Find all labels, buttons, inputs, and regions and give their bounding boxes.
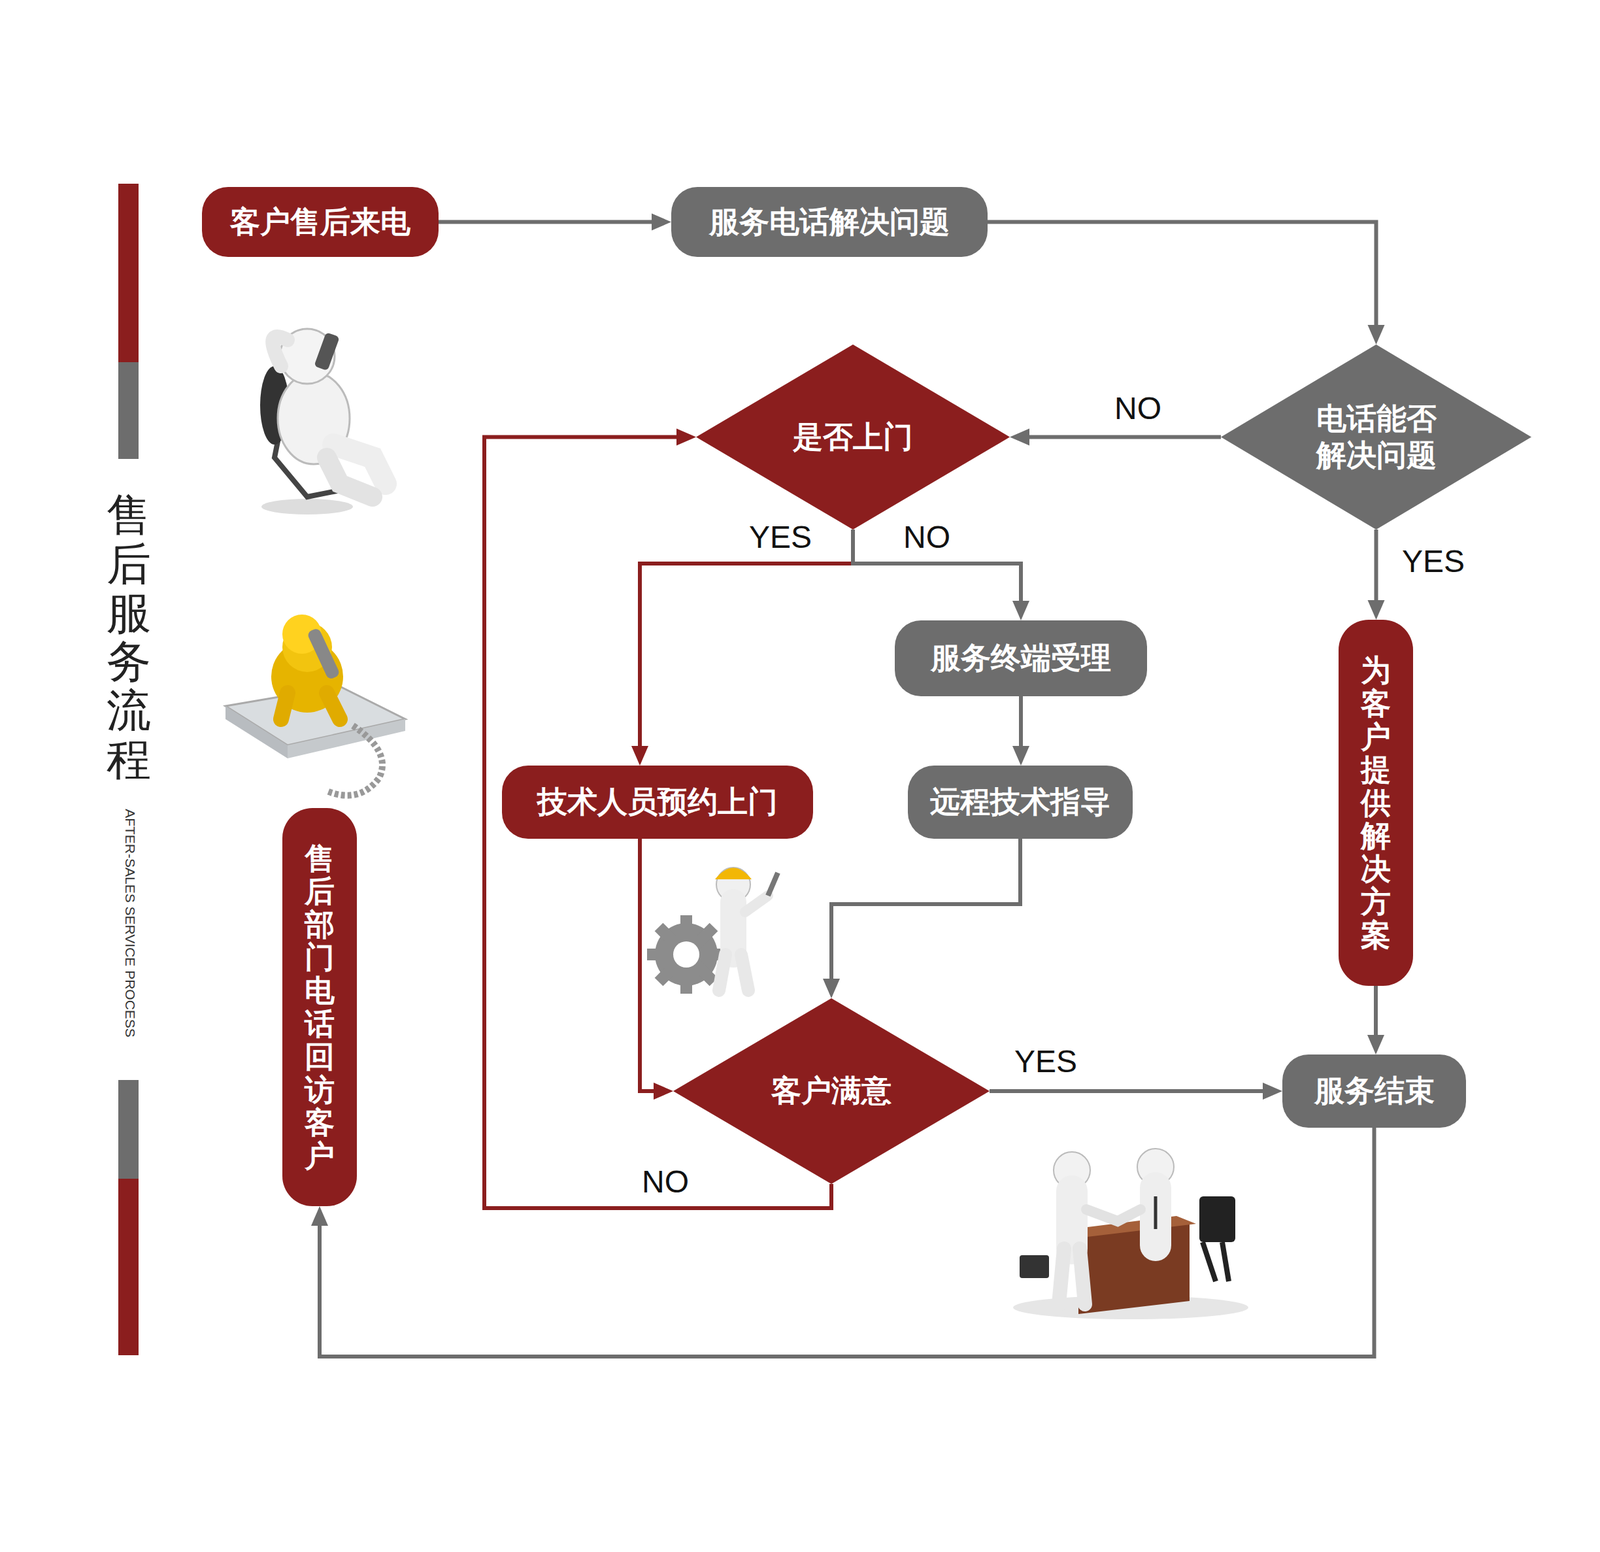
node-text: 客户满意: [771, 1072, 892, 1109]
text-stack: 服务电话解决问题: [709, 203, 950, 240]
caller-figure: [260, 328, 386, 515]
arrow-head: [651, 213, 672, 231]
text-stack: 客户售后来电: [230, 203, 411, 240]
process-box: 服务电话解决问题: [671, 186, 988, 257]
arrow-head: [1009, 428, 1030, 446]
connector: [631, 529, 853, 766]
text-stack: 服务结束: [1314, 1072, 1435, 1109]
text-stack: 售后部门电话回访客户: [304, 841, 335, 1173]
arrow-head: [653, 1082, 674, 1100]
node-text: 服务结束: [1314, 1072, 1435, 1109]
connector: [1009, 428, 1221, 446]
diamond-fill: [673, 998, 990, 1184]
connector: [438, 213, 672, 231]
text-stack: 是否上门: [792, 418, 914, 455]
arrow-head: [676, 428, 697, 446]
edge-label: NO: [639, 1164, 692, 1200]
text-stack: 电话能否解决问题: [1314, 400, 1438, 473]
text-stack: 远程技术指导: [930, 783, 1111, 820]
node-text: 技术人员预约上门: [537, 783, 778, 820]
process-box: 技术人员预约上门: [501, 765, 814, 839]
edge-label: YES: [746, 520, 815, 555]
decision-diamond: 电话能否解决问题: [1220, 344, 1532, 530]
connector-line: [1028, 435, 1221, 440]
process-box: 服务结束: [1282, 1054, 1467, 1128]
process-box: 服务终端受理: [894, 620, 1148, 697]
connector-line: [831, 838, 1021, 980]
process-box: 售后部门电话回访客户: [282, 807, 357, 1206]
side-bar: [118, 1178, 139, 1355]
arrow-head: [1012, 745, 1030, 766]
connector-line: [987, 222, 1377, 327]
text-stack: 服务终端受理: [930, 639, 1112, 676]
edge-label: NO: [1111, 391, 1165, 427]
connector: [639, 838, 674, 1100]
connector: [1012, 696, 1030, 766]
connector-line: [989, 1088, 1265, 1093]
diamond-fill: [1220, 344, 1532, 530]
side-bar: [118, 183, 139, 363]
text-stack: 技术人员预约上门: [537, 783, 778, 820]
text-stack: 为客户提供解决方案: [1360, 653, 1391, 951]
connector-line: [639, 838, 655, 1091]
edge-label: YES: [1399, 544, 1468, 580]
connector: [1367, 985, 1385, 1055]
connector: [987, 222, 1385, 346]
connector: [1367, 529, 1385, 620]
arrow-head: [1367, 324, 1385, 345]
side-bar: [118, 1079, 139, 1179]
phone-figure: [225, 614, 406, 796]
arrow-head: [631, 745, 649, 766]
node-text: 服务终端受理: [930, 639, 1112, 676]
node-text: 是否上门: [792, 418, 914, 455]
arrow-head: [1012, 600, 1030, 621]
handshake-scene: [1013, 1148, 1249, 1319]
arrow-head: [1367, 1034, 1385, 1055]
worker-figure: [647, 867, 778, 994]
arrow-head: [822, 978, 840, 999]
connector-line: [438, 220, 653, 225]
node-text: 客户售后来电: [230, 203, 411, 240]
connector: [822, 838, 1021, 999]
edge-label: NO: [900, 520, 953, 555]
node-text: 电话能否解决问题: [1314, 400, 1438, 473]
arrow-head: [1367, 600, 1385, 620]
edge-label: YES: [1011, 1044, 1080, 1080]
diamond-outline: [1220, 344, 1532, 530]
process-box: 客户售后来电: [201, 186, 439, 257]
connector: [989, 1082, 1283, 1100]
node-text: 售后部门电话回访客户: [304, 841, 335, 1173]
connector-line: [639, 529, 853, 748]
text-stack: 客户满意: [771, 1072, 892, 1109]
connector-line: [1018, 696, 1023, 748]
node-text: 为客户提供解决方案: [1360, 653, 1391, 951]
process-box: 远程技术指导: [907, 765, 1133, 839]
node-text: 远程技术指导: [930, 783, 1111, 820]
connector-line: [1373, 985, 1378, 1036]
process-box: 为客户提供解决方案: [1338, 619, 1414, 986]
node-text: 服务电话解决问题: [709, 203, 950, 240]
side-bar: [118, 362, 139, 459]
arrow-head: [311, 1205, 329, 1226]
subtitle-label: AFTER-SALES SERVICE PROCESS: [122, 808, 138, 1038]
decision-diamond: 客户满意: [673, 998, 990, 1184]
connector-line: [1374, 529, 1379, 602]
arrow-head: [1262, 1082, 1283, 1100]
diamond-fill: [696, 344, 1010, 530]
decision-diamond: 是否上门: [696, 344, 1010, 530]
title: 售后服务流程: [106, 490, 151, 784]
